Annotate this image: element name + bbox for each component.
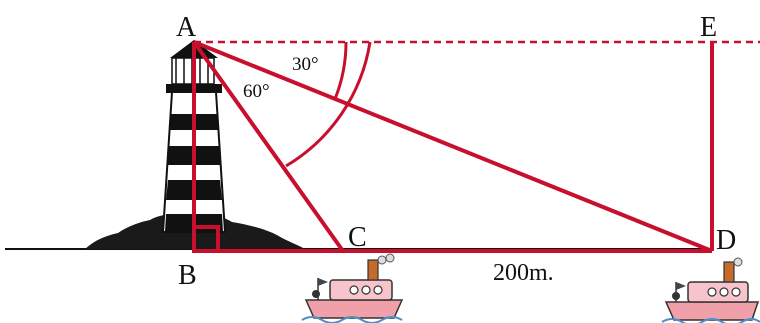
boat-d-icon [661,257,760,323]
label-d: D [716,225,736,256]
label-e: E [700,12,717,43]
segment-ac [192,40,345,253]
arc-30-degree [333,41,348,100]
arc-60-degree [285,41,372,168]
angle-label-30: 30° [292,54,319,75]
label-c: C [348,222,367,253]
label-b: B [178,260,197,291]
label-a: A [176,12,197,43]
angle-label-60: 60° [243,81,270,102]
boat-c-icon [301,253,404,323]
distance-label: 200m. [493,260,554,286]
segment-ad [193,40,713,253]
right-angle-marker [192,225,220,253]
